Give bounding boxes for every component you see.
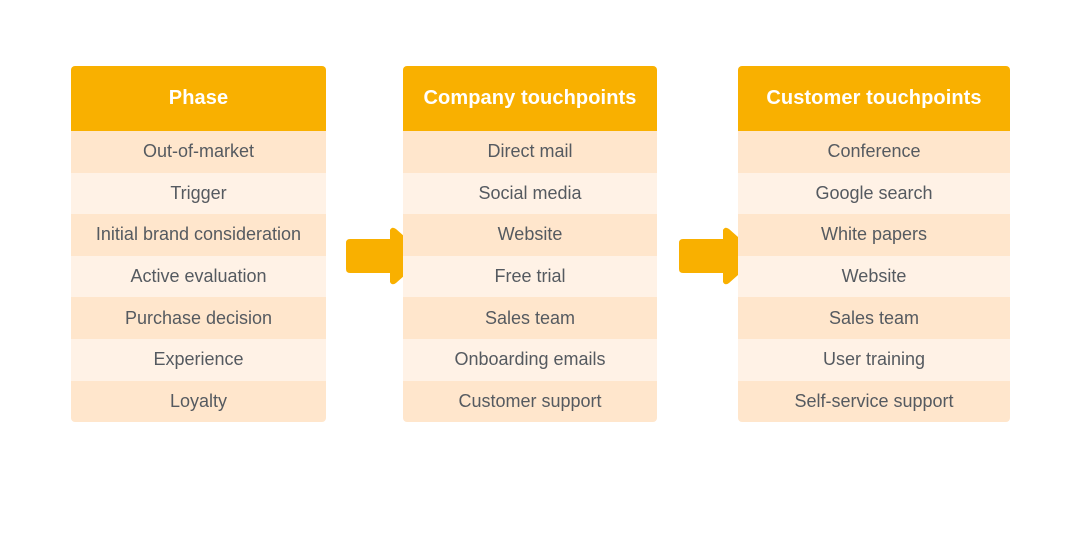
- company-row-website: Website: [403, 214, 657, 256]
- customer-row-user-training: User training: [738, 338, 1010, 381]
- company-row-free-trial: Free trial: [403, 255, 657, 298]
- customer-touchpoints-header: Customer touchpoints: [738, 66, 1010, 131]
- company-row-social-media: Social media: [403, 172, 657, 215]
- customer-row-google-search: Google search: [738, 172, 1010, 215]
- customer-row-conference: Conference: [738, 131, 1010, 173]
- company-touchpoints-column: Company touchpoints Direct mail Social m…: [403, 66, 657, 423]
- customer-row-website: Website: [738, 255, 1010, 298]
- phase-row-loyalty: Loyalty: [71, 380, 326, 423]
- company-touchpoints-header: Company touchpoints: [403, 66, 657, 131]
- company-row-customer-support: Customer support: [403, 380, 657, 423]
- phase-row-trigger: Trigger: [71, 172, 326, 215]
- phase-row-experience: Experience: [71, 338, 326, 381]
- company-row-onboarding-emails: Onboarding emails: [403, 338, 657, 381]
- phase-header: Phase: [71, 66, 326, 131]
- customer-row-sales-team: Sales team: [738, 297, 1010, 339]
- phase-row-initial-brand-consideration: Initial brand consideration: [71, 214, 326, 256]
- phase-row-out-of-market: Out-of-market: [71, 131, 326, 173]
- arrow-right-icon: [679, 227, 758, 285]
- customer-touchpoints-column: Customer touchpoints Conference Google s…: [738, 66, 1010, 423]
- company-row-direct-mail: Direct mail: [403, 131, 657, 173]
- customer-row-white-papers: White papers: [738, 214, 1010, 256]
- company-row-sales-team: Sales team: [403, 297, 657, 339]
- phase-row-active-evaluation: Active evaluation: [71, 255, 326, 298]
- phase-row-purchase-decision: Purchase decision: [71, 297, 326, 339]
- phase-column: Phase Out-of-market Trigger Initial bran…: [71, 66, 326, 423]
- customer-row-self-service-support: Self-service support: [738, 380, 1010, 423]
